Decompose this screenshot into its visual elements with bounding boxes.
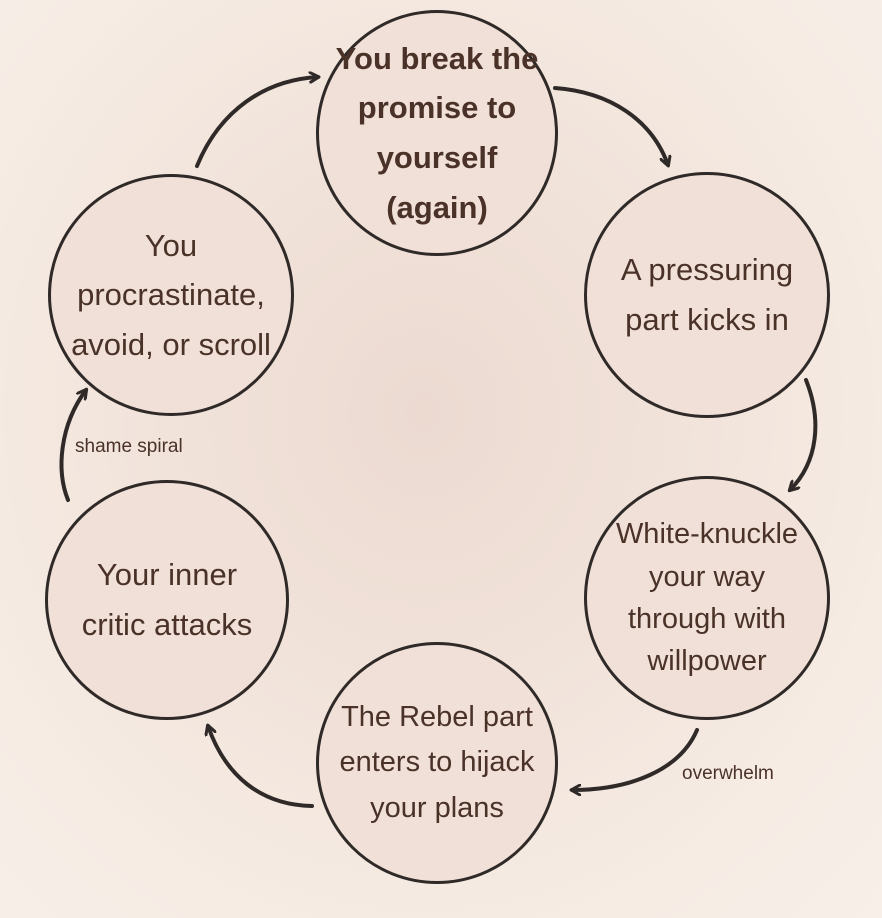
node-pressuring-part: A pressuring part kicks in: [584, 172, 830, 418]
label-shame-spiral: shame spiral: [75, 436, 183, 457]
node-rebel-part: The Rebel part enters to hijack your pla…: [316, 642, 558, 884]
node-procrastinate: You procrastinate, avoid, or scroll: [48, 174, 294, 416]
node-pressuring-part-text: A pressuring part kicks in: [620, 252, 794, 337]
node-inner-critic-text: Your inner critic attacks: [81, 557, 253, 642]
node-white-knuckle-text: White-knuckle your way through with will…: [615, 518, 799, 678]
node-procrastinate-text: You procrastinate, avoid, or scroll: [71, 227, 271, 362]
arrow-pressuring-to-white-knuckle: [790, 378, 818, 490]
arrow-white-knuckle-to-rebel: [572, 728, 699, 790]
arrow-rebel-to-critic: [208, 726, 314, 808]
arrow-critic-to-procrastinate: [59, 390, 86, 502]
arrow-break-to-pressuring: [553, 86, 668, 165]
node-inner-critic: Your inner critic attacks: [45, 480, 289, 720]
node-break-promise-text: You break the promise to yourself (again…: [335, 40, 539, 225]
node-white-knuckle: White-knuckle your way through with will…: [584, 476, 830, 720]
arrow-procrastinate-to-break: [195, 77, 318, 168]
label-overwhelm: overwhelm: [682, 763, 774, 784]
node-rebel-part-text: The Rebel part enters to hijack your pla…: [339, 701, 535, 824]
node-break-promise: You break the promise to yourself (again…: [316, 10, 558, 256]
